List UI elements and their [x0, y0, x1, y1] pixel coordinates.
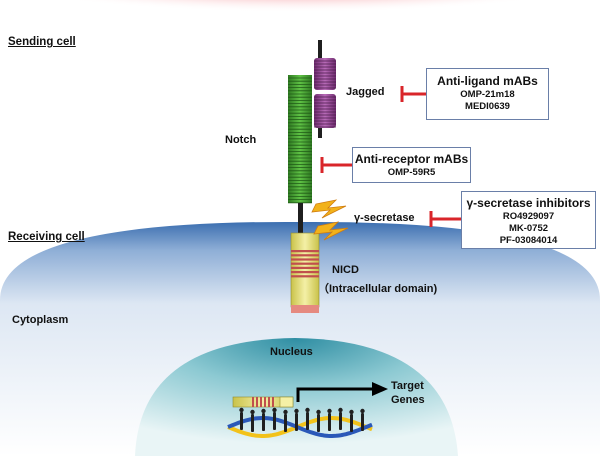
- transcription-arrow-icon: [296, 382, 388, 402]
- anti-ligand-item: OMP-21m18: [460, 89, 515, 100]
- nicd-domain: [290, 232, 320, 313]
- gamma-secretase-label: γ-secretase: [354, 212, 415, 224]
- anti-receptor-item: OMP-59R5: [387, 167, 436, 178]
- sending-cell-membrane: [0, 0, 600, 42]
- gamma-secretase-inhibitor-item: MK-0752: [508, 222, 549, 234]
- notch-receptor: [288, 75, 312, 233]
- gamma-secretase-inhibitors-box: γ-secretase inhibitors RO4929097 MK-0752…: [461, 191, 596, 249]
- gamma-secretase-inhibitor-item: RO4929097: [502, 211, 555, 222]
- anti-ligand-title: Anti-ligand mABs: [437, 74, 538, 88]
- sending-cell-label: Sending cell: [8, 36, 76, 48]
- gamma-secretase-inhibitors-title: γ-secretase inhibitors: [466, 196, 591, 210]
- target-genes-label-line1: Target: [391, 380, 424, 392]
- nicd-sublabel: （Intracellular domain): [318, 283, 438, 295]
- jagged-label: Jagged: [346, 86, 385, 98]
- notch-label: Notch: [225, 134, 257, 146]
- cytoplasm-label: Cytoplasm: [12, 314, 69, 326]
- anti-receptor-title: Anti-receptor mABs: [354, 152, 469, 166]
- inhibitor-bar-anti-ligand: [400, 86, 426, 102]
- jagged-ligand: [314, 40, 336, 138]
- target-genes-label-line2: Genes: [391, 394, 425, 406]
- nicd-label: NICD: [332, 264, 359, 276]
- anti-receptor-box: Anti-receptor mABs OMP-59R5: [352, 147, 471, 183]
- gamma-secretase-lightning-icon: [311, 199, 349, 241]
- anti-ligand-box: Anti-ligand mABs OMP-21m18 MEDI0639: [426, 68, 549, 120]
- inhibitor-bar-anti-receptor: [320, 157, 352, 173]
- inhibitor-bar-gamma-secretase: [429, 211, 461, 227]
- gamma-secretase-inhibitor-item: PF-03084014: [499, 234, 558, 246]
- receiving-cell-label: Receiving cell: [8, 231, 85, 243]
- anti-ligand-item: MEDI0639: [465, 100, 510, 112]
- gene-bar: [232, 396, 294, 408]
- dna-helix: [227, 407, 373, 438]
- nucleus-label: Nucleus: [270, 346, 313, 358]
